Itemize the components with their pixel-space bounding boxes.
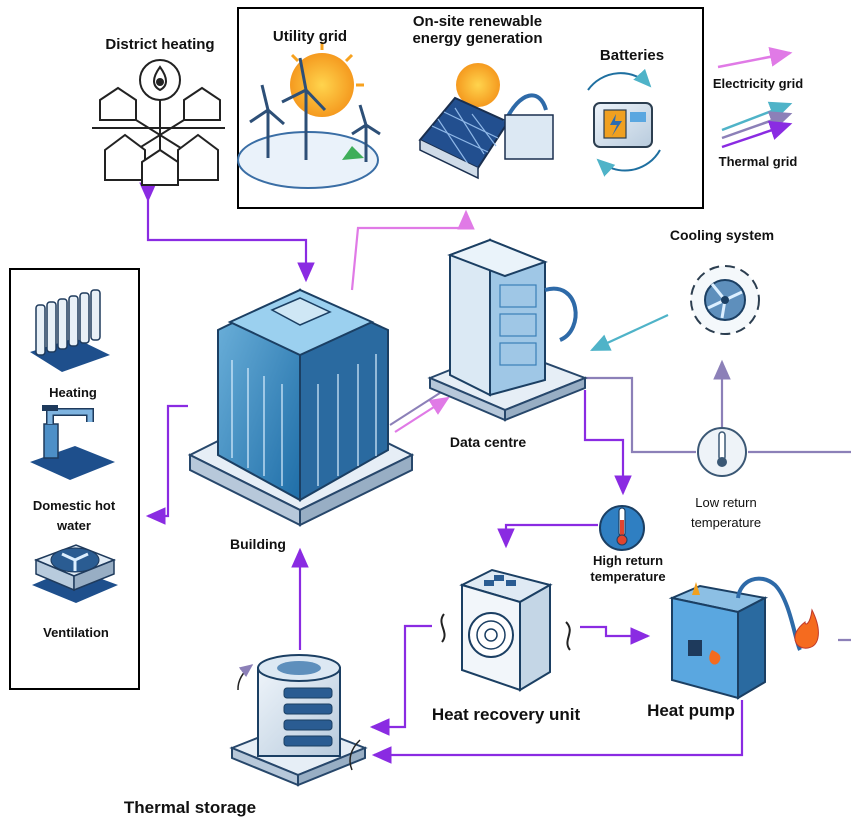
building-to-supply-line xyxy=(350,209,475,291)
building-to-datacentre-line-2 xyxy=(389,390,444,426)
thermal-storage-icon xyxy=(229,654,368,787)
high-return-label: High return temperature xyxy=(590,553,666,585)
heatpump-to-storage-line xyxy=(371,700,744,764)
domestic-hot-water-label: Domestic hot water xyxy=(32,498,116,533)
heat-pump-icon xyxy=(668,576,819,700)
radiator-icon xyxy=(30,289,110,372)
building-icon xyxy=(187,288,415,527)
high-return-thermometer-icon xyxy=(599,505,645,551)
legend-thermal-label: Thermal grid xyxy=(718,154,798,169)
energy-supply-frame xyxy=(237,7,704,209)
datacentre-icon xyxy=(427,238,588,422)
thermal-storage-label: Thermal storage xyxy=(123,798,257,817)
heat-pump-label: Heat pump xyxy=(647,701,735,720)
utility-grid-label: Utility grid xyxy=(272,28,348,45)
datacentre-to-lowreturn-line xyxy=(585,376,696,454)
onsite-renewable-label: On-site renewable energy generation xyxy=(412,13,543,48)
building-to-datacentre-line xyxy=(394,396,450,433)
tap-icon xyxy=(30,405,115,480)
recovery-to-storage-line xyxy=(369,624,432,736)
district-to-building-line xyxy=(139,182,315,283)
cooling-system-label: Cooling system xyxy=(669,227,775,243)
lowreturn-to-heatpump-line xyxy=(748,450,851,642)
legend-thermal-arrow xyxy=(721,120,793,149)
solar-panel-icon xyxy=(418,63,554,180)
utility-grid-icon xyxy=(237,42,381,189)
legend-lowreturn-arrow xyxy=(721,111,793,140)
building-label: Building xyxy=(230,536,286,552)
heat-recovery-label: Heat recovery unit xyxy=(431,705,581,724)
batteries-label: Batteries xyxy=(599,47,665,64)
ventilation-label: Ventilation xyxy=(43,625,109,640)
legend-cooling-arrow xyxy=(721,101,793,132)
building-to-enduses-line xyxy=(145,404,188,525)
battery-icon xyxy=(587,68,661,177)
legend-electricity-label: Electricity grid xyxy=(712,76,804,91)
heat-recovery-unit-icon xyxy=(440,568,571,692)
low-return-thermometer-icon xyxy=(697,427,747,477)
cooling-to-datacentre-line xyxy=(590,314,669,351)
highreturn-to-recovery-line xyxy=(497,523,598,549)
legend-electricity-arrow xyxy=(717,47,793,69)
recovery-to-heatpump-line xyxy=(580,625,651,645)
end-use-frame xyxy=(9,268,140,690)
low-return-label: Low return temperature xyxy=(690,495,762,530)
district-heating-icon xyxy=(92,59,225,186)
cooling-fan-icon xyxy=(690,265,760,335)
data-centre-label: Data centre xyxy=(449,434,527,450)
heating-label: Heating xyxy=(49,385,97,400)
datacentre-to-highreturn-line xyxy=(583,390,632,496)
district-heating-label: District heating xyxy=(105,36,215,53)
ventilation-fan-icon xyxy=(32,544,118,603)
